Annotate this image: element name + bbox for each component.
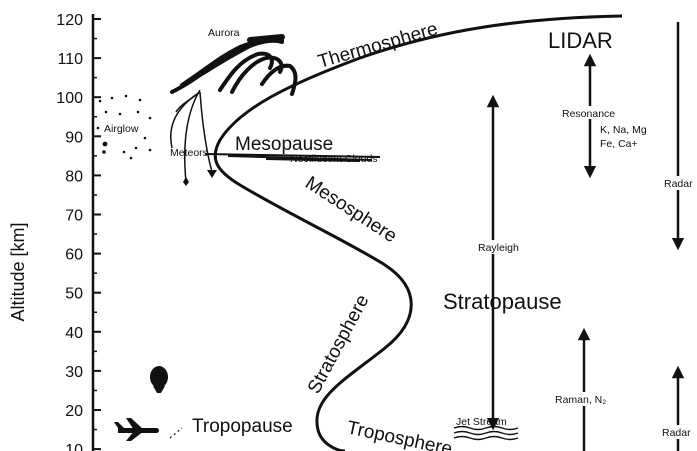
y-tick-label: 30 [65, 364, 83, 381]
balloon-icon [150, 366, 168, 393]
y-tick-label: 70 [65, 208, 83, 225]
noctilucent-clouds-label: Noctilucent Clouds [290, 153, 378, 165]
lidar-label: LIDAR [548, 28, 613, 53]
troposphere-label: Troposphere [345, 417, 454, 451]
resonance-label: Resonance [562, 108, 615, 120]
airglow-label: Airglow [104, 123, 139, 135]
y-tick-label: 20 [65, 403, 83, 420]
aurora-curtains [172, 37, 296, 94]
y-tick-label: 90 [65, 129, 83, 146]
y-tick-label: 100 [56, 90, 83, 107]
meteor-trails [171, 90, 212, 182]
radar-upper-label: Radar [664, 178, 693, 190]
aurora-label: Aurora [208, 27, 240, 39]
dashed-trail [170, 428, 182, 438]
y-tick-label: 50 [65, 286, 83, 303]
y-tick-label: 40 [65, 325, 83, 342]
meteor-icon [183, 170, 217, 186]
mesosphere-label: Mesosphere [301, 173, 400, 248]
y-axis: 120 110 100 90 80 70 60 50 40 30 20 10 Altitude [km… [8, 12, 101, 451]
resonance-species-line2: Fe, Ca+ [600, 138, 638, 150]
tropopause-label: Tropopause [192, 416, 293, 437]
jet-stream-waves [454, 427, 518, 440]
raman-label: Raman, N₂ [555, 394, 606, 406]
y-tick-label: 10 [65, 442, 83, 451]
mesopause-label: Mesopause [235, 134, 333, 155]
y-tick-label: 120 [56, 12, 83, 29]
y-tick-label: 60 [65, 247, 83, 264]
y-axis-label: Altitude [km] [8, 222, 28, 321]
meteors-label: Meteors [170, 147, 208, 159]
airplane-icon [114, 418, 159, 441]
temperature-profile-curve [215, 16, 622, 451]
y-tick-label: 110 [57, 51, 83, 68]
radar-lower-label: Radar [662, 427, 691, 439]
stratopause-label: Stratopause [443, 289, 562, 314]
thermosphere-label: Thermosphere [316, 19, 441, 73]
resonance-species-line1: K, Na, Mg [600, 124, 647, 136]
stratosphere-label: Stratosphere [304, 291, 374, 397]
jet-stream-label: Jet Stream [456, 416, 507, 428]
rayleigh-label: Rayleigh [478, 242, 519, 254]
y-tick-label: 80 [65, 168, 83, 185]
